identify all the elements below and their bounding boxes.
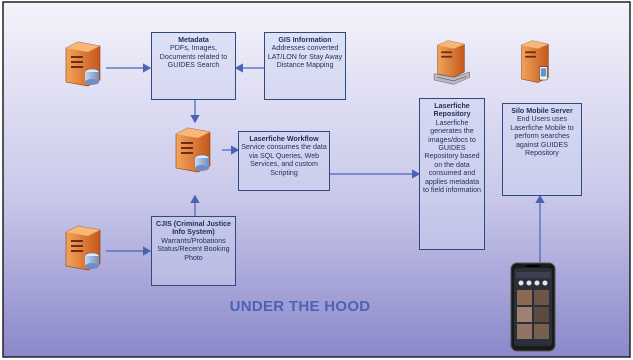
gis-title: GIS Information — [278, 36, 332, 44]
repository-title: Laserfiche Repository — [433, 102, 471, 119]
mobile-body: End Users uses Laserfiche Mobile to perf… — [510, 115, 574, 158]
smartphone-icon — [510, 262, 556, 352]
metadata-body: PDFs, Images, Documents related to GUIDE… — [159, 44, 228, 70]
server-icon — [175, 127, 211, 173]
mobile-title: Silo Mobile Server — [511, 107, 573, 115]
cjis-title: CJIS (Criminal Justice Info System) — [156, 220, 231, 237]
server-icon — [65, 41, 101, 87]
workflow-box: Laserfiche Workflow Service consumes the… — [238, 131, 330, 191]
metadata-title: Metadata — [178, 36, 209, 44]
gis-box: GIS Information Addresses converted LAT/… — [264, 32, 346, 100]
diagram-title: UNDER THE HOOD — [229, 298, 371, 315]
gis-body: Addresses converted LAT/LON for Stay Awa… — [267, 44, 343, 70]
cjis-box: CJIS (Criminal Justice Info System) Warr… — [151, 216, 236, 286]
server-icon — [433, 40, 470, 85]
mobile-server-box: Silo Mobile Server End Users uses Laserf… — [502, 103, 582, 196]
metadata-box: Metadata PDFs, Images, Documents related… — [151, 32, 236, 100]
repository-box: Laserfiche Repository Laserfiche generat… — [419, 98, 485, 250]
workflow-body: Service consumes the data via SQL Querie… — [241, 143, 327, 177]
server-icon — [521, 40, 549, 83]
cjis-body: Warrants/Probations Status/Recent Bookin… — [157, 236, 230, 262]
server-icon — [65, 225, 101, 271]
workflow-title: Laserfiche Workflow — [249, 135, 319, 143]
repository-body: Laserfiche generates the images/docs to … — [423, 118, 481, 195]
